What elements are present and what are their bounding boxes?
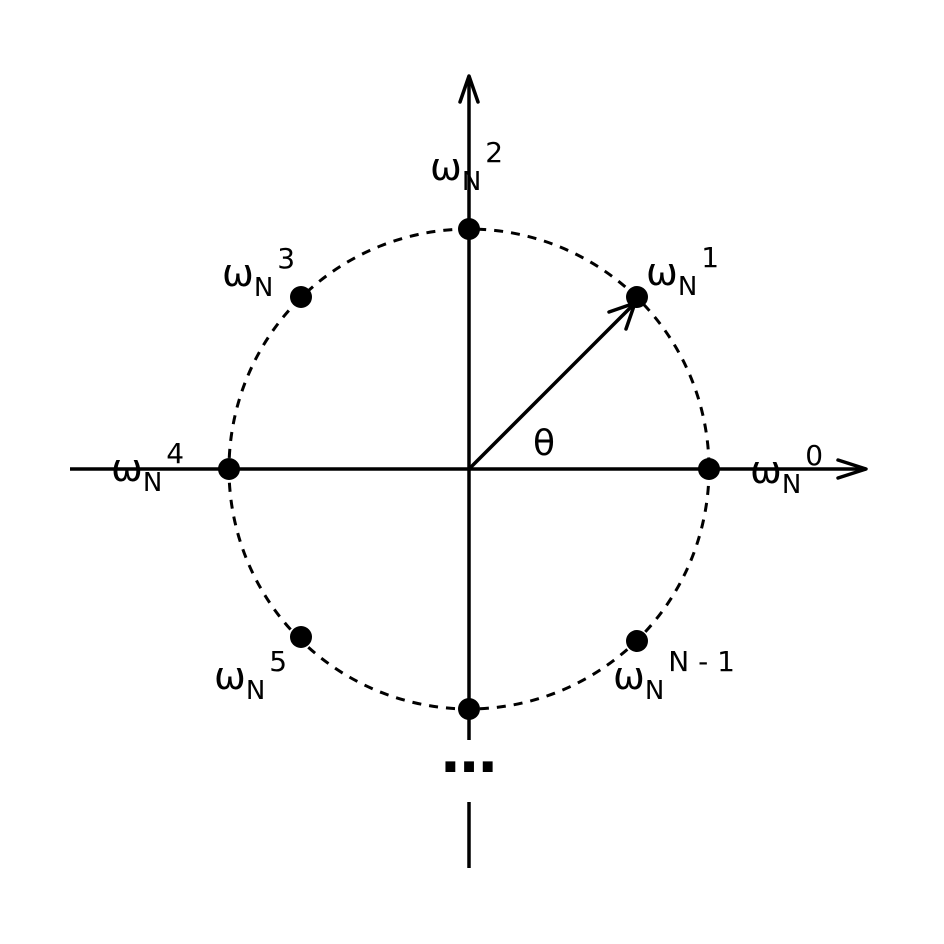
root-dot-1 <box>626 286 648 308</box>
ellipsis: ⋯ <box>441 735 497 800</box>
root-dot-n-minus-1 <box>626 630 648 652</box>
root-label-4: ωN4 <box>111 437 184 498</box>
root-label-5-sub: N <box>246 676 265 706</box>
root-label-4-base: ω <box>111 446 143 490</box>
root-label-3-sup: 3 <box>277 242 295 275</box>
root-label-0-sub: N <box>782 470 801 500</box>
root-label-n-minus-1-base: ω <box>613 654 645 698</box>
root-label-1-base: ω <box>646 250 678 294</box>
root-label-n-minus-1-sub: N <box>645 676 664 706</box>
root-label-n-minus-1-sup: N - 1 <box>668 645 735 678</box>
root-label-0-base: ω <box>750 448 782 492</box>
root-label-2: ωN2 <box>430 136 503 197</box>
root-label-2-base: ω <box>430 145 462 189</box>
angle-label: θ <box>533 423 555 464</box>
root-label-0: ωN0 <box>750 439 823 500</box>
root-label-2-sub: N <box>462 167 481 197</box>
root-dot-5 <box>290 626 312 648</box>
root-label-2-sup: 2 <box>485 136 503 169</box>
root-dot-2 <box>458 218 480 240</box>
root-dot-3 <box>290 286 312 308</box>
real-axis-arrowhead <box>836 458 868 480</box>
root-label-5-base: ω <box>214 654 246 698</box>
root-dot-4 <box>218 458 240 480</box>
root-label-4-sub: N <box>143 468 162 498</box>
root-label-n-minus-1: ωNN - 1 <box>613 645 735 706</box>
root-label-1-sub: N <box>678 272 697 302</box>
root-dot-0 <box>698 458 720 480</box>
root-label-4-sup: 4 <box>166 437 184 470</box>
root-dot-bottom <box>458 698 480 720</box>
root-label-3: ωN3 <box>222 242 295 303</box>
root-label-3-sub: N <box>254 273 273 303</box>
root-label-5: ωN5 <box>214 645 287 706</box>
angle-vector <box>467 303 635 471</box>
root-label-5-sup: 5 <box>269 645 287 678</box>
root-label-1: ωN1 <box>646 241 719 302</box>
root-label-1-sup: 1 <box>701 241 719 274</box>
imaginary-axis-arrowhead <box>458 74 480 104</box>
root-label-0-sup: 0 <box>805 439 823 472</box>
root-label-3-base: ω <box>222 251 254 295</box>
